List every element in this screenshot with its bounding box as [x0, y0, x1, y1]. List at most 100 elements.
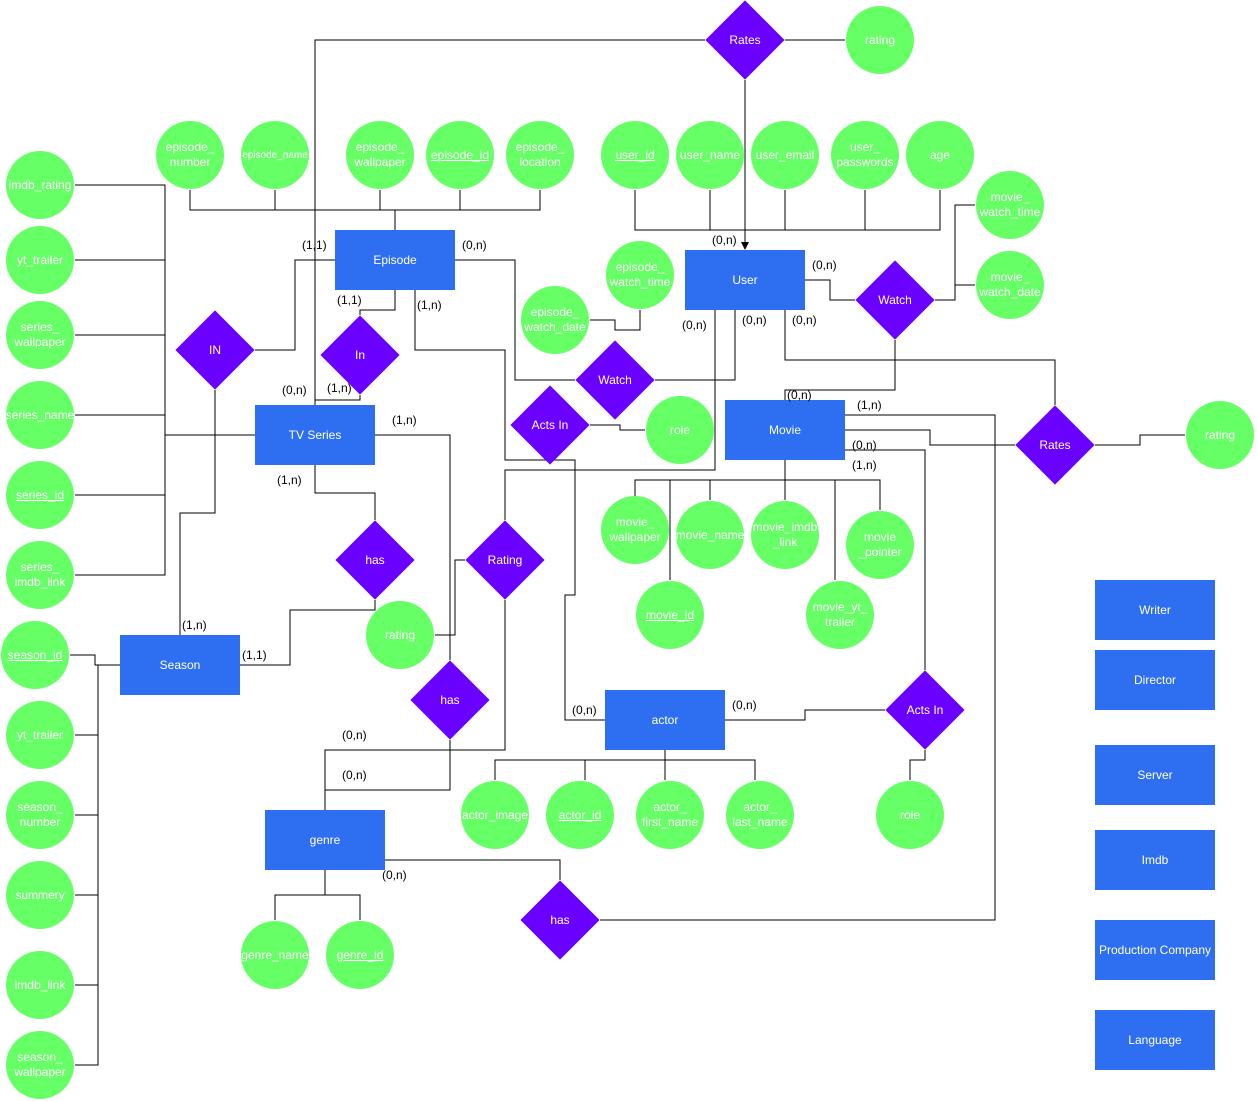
- relationship-label: Rates: [1039, 438, 1071, 452]
- attribute-season-id[interactable]: season_id: [1, 621, 69, 689]
- entity-director[interactable]: Director: [1095, 650, 1215, 710]
- attribute-movie-yt-trailer[interactable]: movie_yt_ trailer: [806, 581, 874, 649]
- attribute-movie-name[interactable]: movie_name: [676, 501, 744, 569]
- entity-season[interactable]: Season: [120, 635, 240, 695]
- attribute-series-imdb-link[interactable]: series_ imdb_link: [6, 541, 74, 609]
- relationship-acts-in-episode[interactable]: Acts In: [510, 385, 590, 465]
- attribute-rating[interactable]: rating: [846, 6, 914, 74]
- relationship-label: Watch: [878, 293, 912, 307]
- relationship-rating-genre[interactable]: Rating: [465, 520, 545, 600]
- entity-language[interactable]: Language: [1095, 1010, 1215, 1070]
- attribute-episode-id[interactable]: episode_id: [426, 121, 494, 189]
- entity-episode[interactable]: Episode: [335, 230, 455, 290]
- entity-movie[interactable]: Movie: [725, 400, 845, 460]
- line-series-has: [314, 465, 376, 520]
- cardinality-label: (1,n): [857, 398, 882, 412]
- cardinality-label: (0,n): [282, 383, 307, 397]
- attribute-series-name[interactable]: series_name: [6, 381, 74, 449]
- entity-genre[interactable]: genre: [265, 810, 385, 870]
- line-movie-attr-bus: [634, 479, 881, 510]
- attribute-summery[interactable]: summery: [6, 861, 74, 929]
- relationship-has-genre-movie[interactable]: has: [520, 880, 600, 960]
- attribute-movie-id[interactable]: movie_id: [636, 581, 704, 649]
- line-user-down: [504, 310, 716, 520]
- line-user-watch: [805, 279, 855, 301]
- attribute-season-wallpaper[interactable]: season_ wallpaper: [6, 1031, 74, 1099]
- attribute-genre-name[interactable]: genre_name: [241, 921, 309, 989]
- attribute-movie-imdb-link[interactable]: movie_imdb _link: [751, 501, 819, 569]
- relationship-label: Acts In: [531, 418, 569, 432]
- attribute-episode-name[interactable]: episode_name: [241, 121, 309, 189]
- attribute-movie-pointer[interactable]: movie _pointer: [846, 511, 914, 579]
- attribute-episode-wallpaper[interactable]: episode_ wallpaper: [346, 121, 414, 189]
- cardinality-label: (0,n): [742, 313, 767, 327]
- relationship-has-genre-series[interactable]: has: [410, 660, 490, 740]
- relationship-label: Acts In: [906, 703, 944, 717]
- cardinality-label: (0,n): [462, 238, 487, 252]
- attribute-movie-wallpaper[interactable]: movie_ wallpaper: [601, 496, 669, 564]
- attribute-episode-watch-time[interactable]: episode_ watch_time: [606, 241, 674, 309]
- attribute-user-name[interactable]: user_name: [676, 121, 744, 189]
- attribute-actor-first-name[interactable]: actor_ first_name: [636, 781, 704, 849]
- line-has-genre: [325, 740, 451, 791]
- attribute-series-wallpaper[interactable]: series_ wallpaper: [6, 301, 74, 369]
- entity-production-company[interactable]: Production Company: [1095, 920, 1215, 980]
- relationship-watch-episode[interactable]: Watch: [575, 340, 655, 420]
- relationship-rates-movie[interactable]: Rates: [1015, 405, 1095, 485]
- line-watch-user: [655, 310, 736, 381]
- attribute-actor-id[interactable]: actor_id: [546, 781, 614, 849]
- cardinality-label: (1,1): [337, 293, 362, 307]
- attribute-genre-id[interactable]: genre_id: [326, 921, 394, 989]
- line-series-attr-bus: [75, 184, 166, 576]
- relationship-watch-user-movie[interactable]: Watch: [855, 260, 935, 340]
- line-watch-movie: [784, 340, 896, 400]
- attribute-yt-trailer[interactable]: yt_trailer: [6, 701, 74, 769]
- attribute-rating[interactable]: rating: [1186, 401, 1254, 469]
- attribute-rating[interactable]: rating: [366, 601, 434, 669]
- entity-imdb[interactable]: Imdb: [1095, 830, 1215, 890]
- entity-actor[interactable]: actor: [605, 690, 725, 750]
- attribute-episode-watch-date[interactable]: episode_ watch_date: [521, 286, 589, 354]
- cardinality-label: (0,n): [812, 258, 837, 272]
- attribute-season-number[interactable]: season_ number: [6, 781, 74, 849]
- line-episode-watch: [455, 259, 575, 381]
- line-movie-actsin: [845, 449, 926, 670]
- line-episode-in-series: [359, 290, 396, 315]
- entity-tv-series[interactable]: TV Series: [255, 405, 375, 465]
- relationship-in-episode-series[interactable]: In: [320, 315, 400, 395]
- attribute-user-id[interactable]: user_id: [601, 121, 669, 189]
- attribute-user-email[interactable]: user_email: [751, 121, 819, 189]
- relationship-label: Watch: [598, 373, 632, 387]
- relationship-has-series-season[interactable]: has: [335, 520, 415, 600]
- line-season-attr-vert: [75, 665, 99, 1066]
- entity-server[interactable]: Server: [1095, 745, 1215, 805]
- cardinality-label: (1,n): [277, 473, 302, 487]
- attribute-role[interactable]: role: [646, 396, 714, 464]
- attribute-imdb-link[interactable]: imdb_link: [6, 951, 74, 1019]
- relationship-in-episode-season[interactable]: IN: [175, 310, 255, 390]
- entity-writer[interactable]: Writer: [1095, 580, 1215, 640]
- relationship-rates-top[interactable]: Rates: [705, 0, 785, 80]
- attribute-actor-image[interactable]: actor_image: [461, 781, 529, 849]
- attribute-episode-number[interactable]: episode_ number: [156, 121, 224, 189]
- attribute-role[interactable]: role: [876, 781, 944, 849]
- line-episode-attr-bus: [189, 190, 541, 211]
- attribute-series-id[interactable]: series_id: [6, 461, 74, 529]
- entity-user[interactable]: User: [685, 250, 805, 310]
- attribute-age[interactable]: age: [906, 121, 974, 189]
- attribute-imdb-rating[interactable]: imdb_rating: [6, 151, 74, 219]
- cardinality-label: (0,n): [852, 438, 877, 452]
- attribute-movie-watch-date[interactable]: movie_ watch_date: [976, 251, 1044, 319]
- attribute-movie-watch-time[interactable]: movie_ watch_time: [976, 171, 1044, 239]
- cardinality-label: (1,n): [182, 618, 207, 632]
- attribute-actor-last-name[interactable]: actor_ last_name: [726, 781, 794, 849]
- relationship-label: has: [440, 693, 460, 707]
- relationship-label: has: [365, 553, 385, 567]
- relationship-label: Rating: [487, 553, 523, 567]
- line-in-season: [179, 390, 216, 635]
- attribute-yt-trailer[interactable]: yt_trailer: [6, 226, 74, 294]
- attribute-episode-location[interactable]: episode_ location: [506, 121, 574, 189]
- line-user-rates-movie: [784, 310, 1056, 405]
- attribute-user-passwords[interactable]: user_ passwords: [831, 121, 899, 189]
- relationship-acts-in-movie[interactable]: Acts In: [885, 670, 965, 750]
